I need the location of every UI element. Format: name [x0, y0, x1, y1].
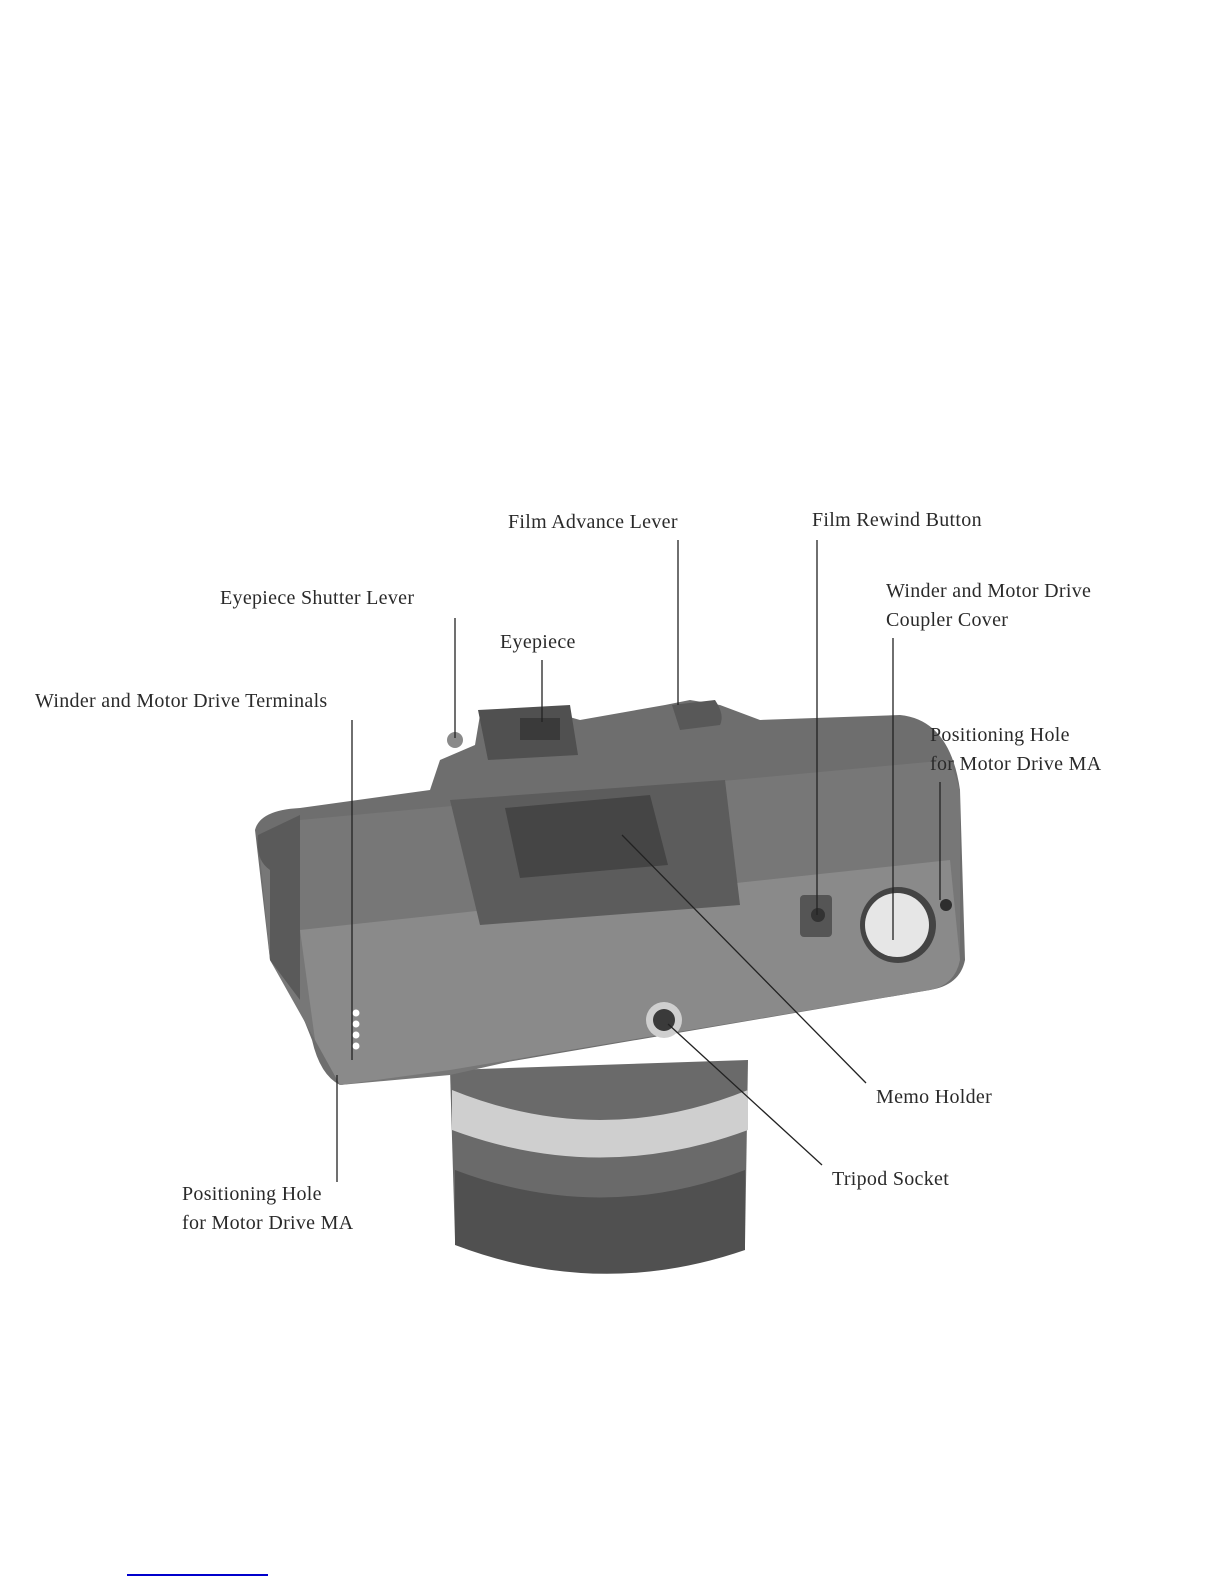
label-terminals: Winder and Motor Drive Terminals	[35, 690, 328, 712]
label-memo-holder: Memo Holder	[876, 1086, 993, 1108]
label-eyepiece-shutter-lever: Eyepiece Shutter Lever	[220, 587, 415, 609]
label-film-rewind-button: Film Rewind Button	[812, 509, 982, 531]
label-coupler-cover-line1: Winder and Motor Drive	[886, 580, 1092, 602]
label-positioning-hole-left-line1: Positioning Hole	[182, 1183, 322, 1205]
label-coupler-cover: Winder and Motor Drive Coupler Cover	[886, 577, 1091, 635]
leader-lines	[336, 540, 941, 1182]
link-underline-bar	[127, 1574, 268, 1576]
label-film-advance-lever: Film Advance Lever	[508, 511, 678, 533]
label-positioning-hole-right: Positioning Hole for Motor Drive MA	[930, 721, 1101, 779]
camera-body	[255, 700, 965, 1085]
label-positioning-hole-left-line2: for Motor Drive MA	[182, 1212, 354, 1234]
label-tripod-socket: Tripod Socket	[832, 1168, 950, 1190]
label-positioning-hole-right-line2: for Motor Drive MA	[930, 753, 1102, 775]
label-eyepiece: Eyepiece	[500, 631, 576, 653]
leader-memo-holder	[621, 834, 867, 1084]
lens	[450, 1060, 748, 1274]
leader-tripod-socket	[667, 1023, 823, 1166]
label-coupler-cover-line2: Coupler Cover	[886, 609, 1009, 631]
label-positioning-hole-left: Positioning Hole for Motor Drive MA	[182, 1180, 353, 1238]
label-positioning-hole-right-line1: Positioning Hole	[930, 724, 1070, 746]
